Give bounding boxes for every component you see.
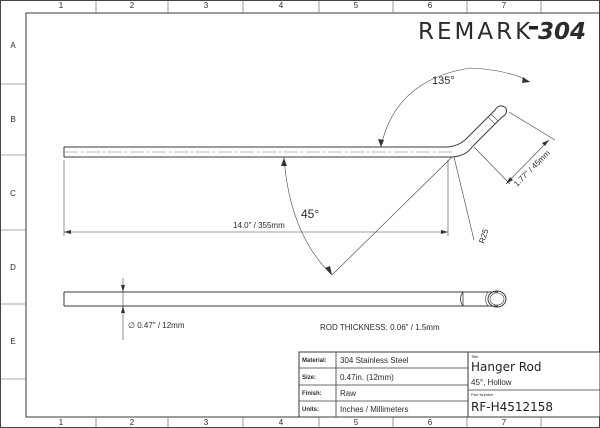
- angle-top-label: 135°: [432, 75, 455, 87]
- material-label: Material:: [302, 358, 327, 364]
- drawing-title: Hanger Rod: [471, 360, 542, 374]
- angle-135-dimension: [378, 67, 531, 148]
- part-number: RF-H4512158: [471, 400, 553, 414]
- angle-45-dimension: [281, 156, 453, 276]
- material-value: 304 Stainless Steel: [340, 356, 409, 365]
- end-length-dimension: [473, 111, 556, 185]
- end-length-label: 1.77" / 45mm: [512, 148, 552, 188]
- row-label: B: [10, 115, 15, 124]
- rod-thickness-label: ROD THICKNESS: 0.06" / 1.5mm: [320, 323, 440, 332]
- rod-top-view: [63, 105, 507, 158]
- title-caption: Title: [471, 354, 479, 359]
- col-label-bottom: 3: [204, 418, 209, 427]
- col-label-bottom: 4: [279, 418, 284, 427]
- col-label-top: 3: [204, 1, 209, 10]
- brand-logo: REMARK 304: [418, 19, 586, 45]
- brand-dash: [529, 26, 538, 30]
- rod-side-view: [63, 290, 507, 308]
- size-label: Size:: [302, 375, 316, 381]
- size-value: 0.47in. (12mm): [340, 373, 394, 382]
- diameter-dimension: [121, 278, 125, 340]
- drawing-subtitle: 45°, Hollow: [471, 378, 512, 387]
- left-zone-ticks: [0, 83, 26, 380]
- col-label-top: 2: [130, 1, 135, 10]
- col-label-top: 4: [279, 1, 284, 10]
- units-label: Units:: [302, 407, 319, 413]
- row-label: E: [10, 337, 15, 346]
- bottom-zone-ticks: [95, 417, 542, 428]
- col-label-bottom: 2: [130, 418, 135, 427]
- col-label-top: 5: [354, 1, 359, 10]
- col-label-bottom: 5: [354, 418, 359, 427]
- col-label-top: 1: [59, 1, 64, 10]
- radius-leader: [453, 156, 475, 241]
- units-value: Inches / Millimeters: [340, 405, 408, 414]
- angle-bend-label: 45°: [301, 207, 319, 221]
- col-label-bottom: 1: [59, 418, 64, 427]
- radius-label: R25: [477, 227, 490, 244]
- finish-value: Raw: [340, 389, 356, 398]
- col-label-top: 6: [428, 1, 433, 10]
- col-label-bottom: 7: [502, 418, 507, 427]
- diameter-label: ∅ 0.47" / 12mm: [128, 321, 185, 330]
- top-zone-ticks: [95, 0, 542, 13]
- brand-text-right: 304: [538, 19, 586, 45]
- row-label: A: [10, 41, 16, 50]
- finish-label: Finish:: [302, 391, 322, 397]
- length-dimension: [63, 160, 449, 236]
- part-caption: Part Number: [471, 392, 494, 397]
- length-label: 14.0" / 355mm: [233, 221, 285, 230]
- row-label: C: [10, 189, 16, 198]
- row-label: D: [10, 263, 16, 272]
- col-label-bottom: 6: [428, 418, 433, 427]
- title-block: [298, 351, 600, 418]
- col-label-top: 7: [502, 1, 507, 10]
- brand-text-left: REMARK: [418, 19, 533, 45]
